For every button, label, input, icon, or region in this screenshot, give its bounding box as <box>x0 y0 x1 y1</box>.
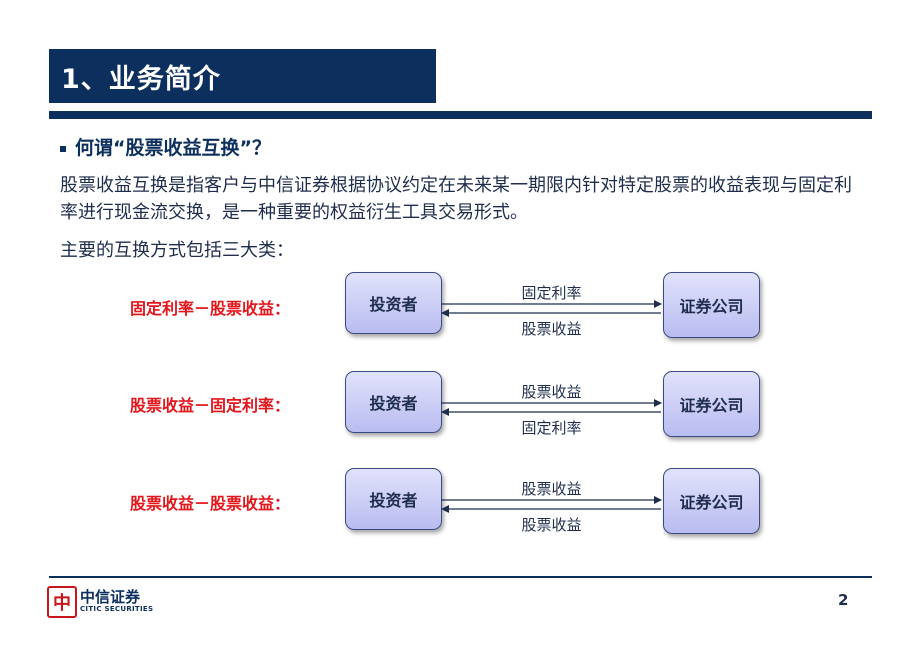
row-3-broker-node: 证券公司 <box>663 468 760 534</box>
row-2-bottom-arrow-label: 固定利率 <box>521 419 582 437</box>
definition-paragraph: 股票收益互换是指客户与中信证券根据协议约定在未来某一期限内针对特定股票的收益表现… <box>60 175 852 223</box>
row-3-investor-node: 投资者 <box>345 468 442 530</box>
row-3-label: 股票收益－股票收益： <box>129 494 290 513</box>
logo-english-text: CITIC SECURITIES <box>80 605 154 613</box>
row-1-bottom-arrow-label: 股票收益 <box>521 320 582 338</box>
subheading: 何谓“股票收益互换”？ <box>75 137 271 159</box>
slide-title: 1、业务简介 <box>61 63 221 95</box>
types-intro: 主要的互换方式包括三大类： <box>60 240 294 261</box>
row-1-broker-node: 证券公司 <box>663 272 760 338</box>
title-banner: 1、业务简介 <box>49 49 436 103</box>
footer-divider <box>49 576 872 578</box>
row-2-top-arrow-label: 股票收益 <box>521 383 582 401</box>
row-2-label: 股票收益－固定利率： <box>129 396 290 415</box>
row-1-label: 固定利率－股票收益： <box>129 299 290 318</box>
row-1-top-arrow-label: 固定利率 <box>521 284 582 302</box>
title-divider <box>49 111 872 119</box>
bullet-square-icon <box>60 146 66 152</box>
logo-chinese-text: 中信证券 <box>80 588 141 606</box>
citic-logo-icon: 中 <box>47 586 77 618</box>
row-2-investor-node: 投资者 <box>345 371 442 433</box>
row-2-broker-node: 证券公司 <box>663 371 760 437</box>
row-1-investor-node: 投资者 <box>345 272 442 334</box>
page-number: 2 <box>838 591 849 609</box>
row-3-top-arrow-label: 股票收益 <box>521 480 582 498</box>
row-3-bottom-arrow-label: 股票收益 <box>521 516 582 534</box>
